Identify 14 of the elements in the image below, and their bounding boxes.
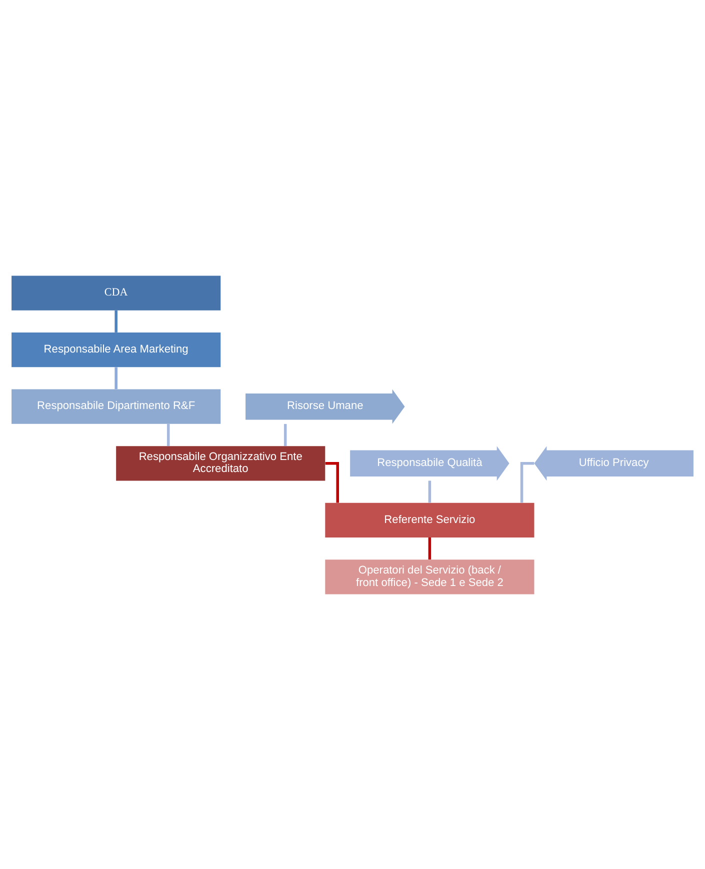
- connector: [114, 366, 118, 389]
- connector: [114, 310, 118, 332]
- connector: [325, 462, 339, 502]
- connector: [166, 423, 170, 446]
- node-box: Responsabile Dipartimento R&F: [12, 388, 221, 424]
- connector: [284, 423, 287, 446]
- connector: [520, 462, 534, 502]
- node-box: CDA: [12, 275, 221, 310]
- connector: [428, 480, 432, 502]
- node-box: Responsabile Organizzativo Ente Accreditato: [116, 446, 326, 480]
- node-box: Responsabile Area Marketing: [12, 332, 221, 367]
- node-box: Referente Servizio: [325, 502, 534, 537]
- node-box: Operatori del Servizio (back / front office) - Sede 1 e Sede 2: [325, 559, 534, 594]
- connector: [428, 537, 432, 559]
